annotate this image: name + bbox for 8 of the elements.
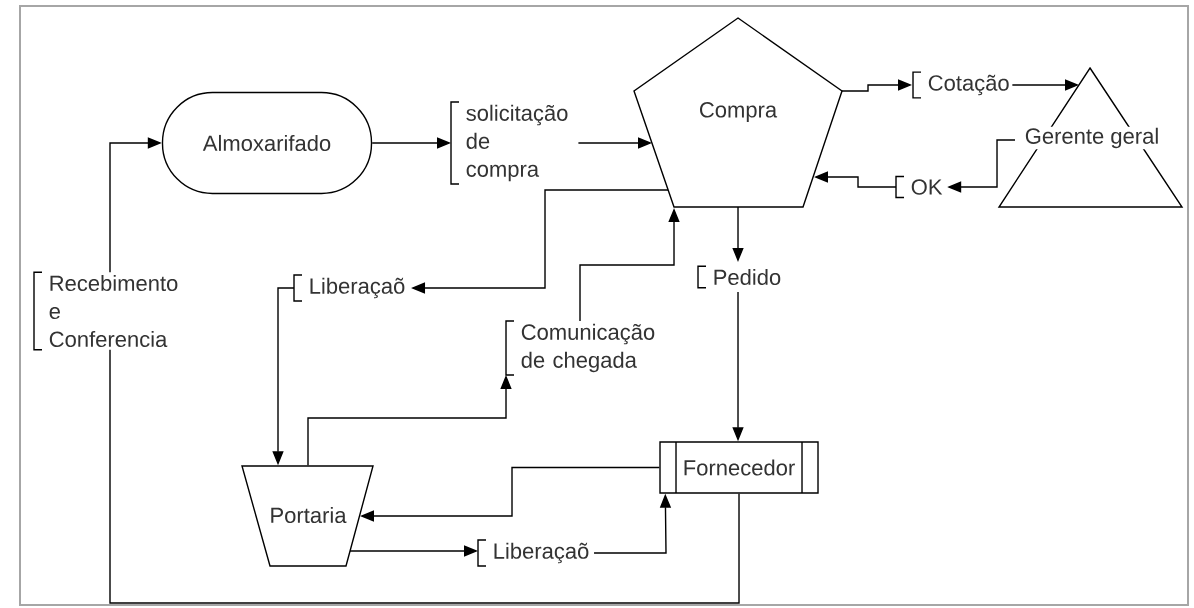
process-box: Fornecedor bbox=[659, 441, 819, 494]
annotation-label: Recebimento e Conferencia bbox=[33, 271, 178, 351]
annotation-label: OK bbox=[895, 175, 943, 199]
annotation-label: Pedido bbox=[697, 265, 781, 289]
annotation-label: solicitação de compra bbox=[450, 101, 568, 185]
annotation-label: Liberaçaõ bbox=[477, 539, 589, 567]
annotation-label: Comunicação de chegada bbox=[505, 320, 655, 376]
annotation-label: Liberaçaõ bbox=[293, 274, 405, 302]
